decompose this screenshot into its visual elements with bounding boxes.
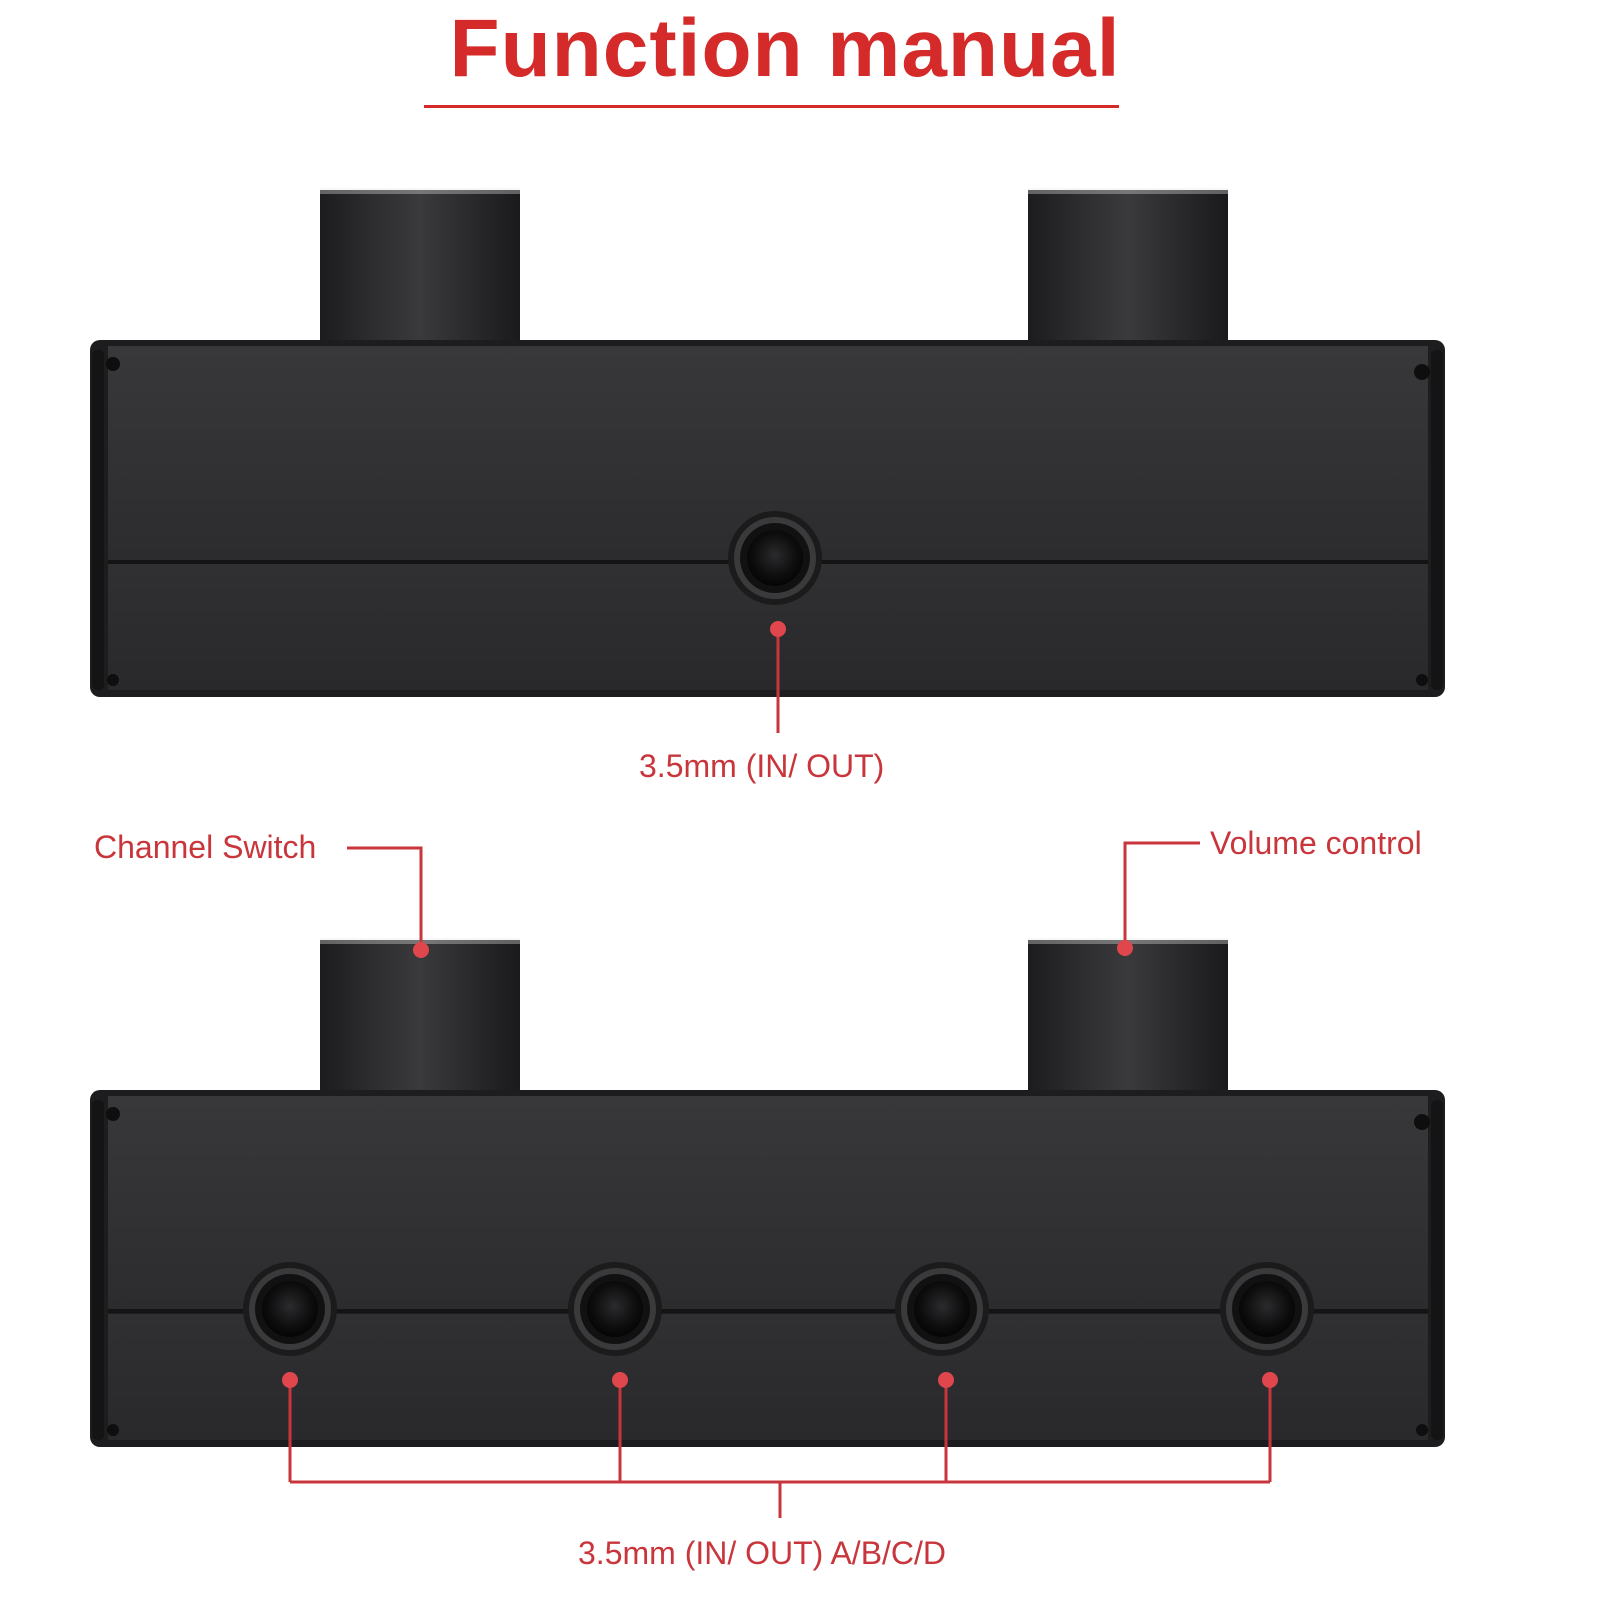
top-knob-left xyxy=(320,190,520,340)
channel-switch-knob xyxy=(320,940,520,1090)
jack-a xyxy=(243,1262,337,1356)
bottom-device xyxy=(90,938,1445,1447)
jack-b xyxy=(568,1262,662,1356)
top-device xyxy=(90,188,1445,697)
jack-d xyxy=(1220,1262,1314,1356)
jacks-abcd-label: 3.5mm (IN/ OUT) A/B/C/D xyxy=(578,1535,947,1571)
title-underline xyxy=(424,105,1119,108)
top-knob-right xyxy=(1028,190,1228,340)
page-title: Function manual xyxy=(449,3,1121,94)
top-jack-label: 3.5mm (IN/ OUT) xyxy=(639,748,885,784)
volume-control-label: Volume control xyxy=(1210,825,1422,861)
channel-switch-label: Channel Switch xyxy=(94,829,317,865)
top-jack xyxy=(728,511,822,605)
jack-c xyxy=(895,1262,989,1356)
volume-control-knob xyxy=(1028,940,1228,1090)
